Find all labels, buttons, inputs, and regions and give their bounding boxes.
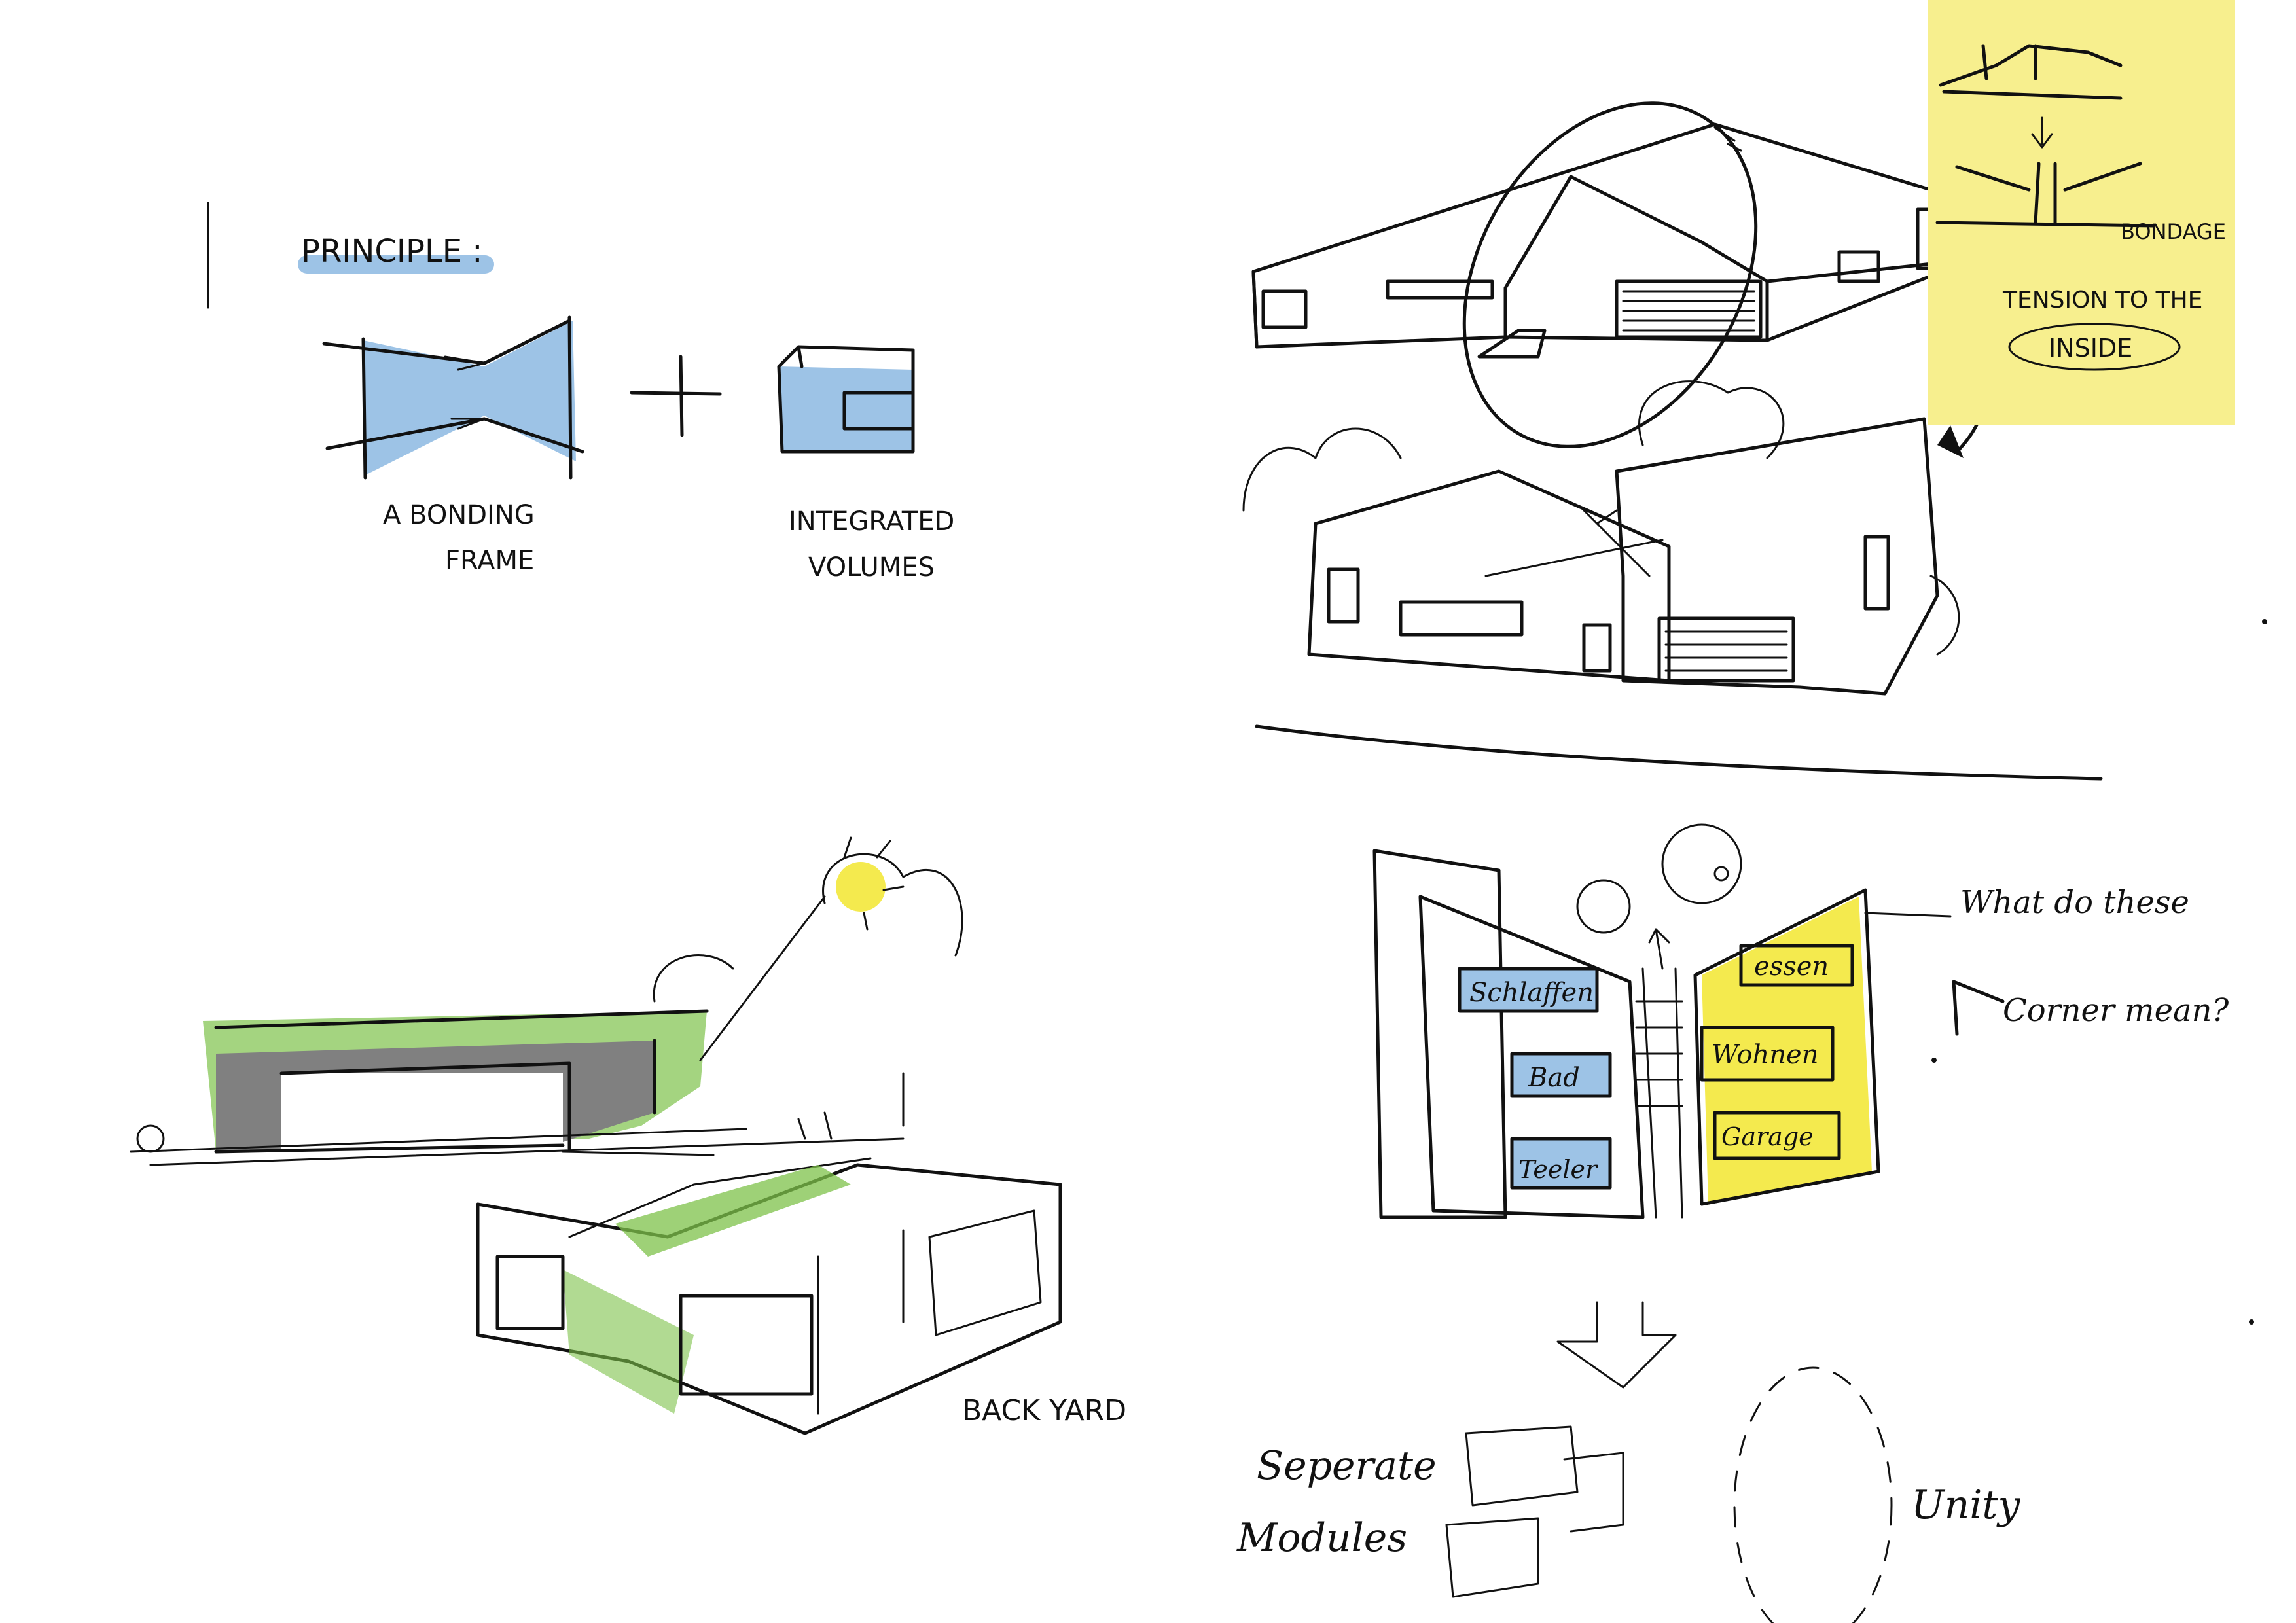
focus-ellipse	[1462, 101, 1758, 448]
principle-group: PRINCIPLE : A BONDING FRAME INTEGRATED V…	[207, 202, 954, 582]
modules-diagram: Seperate Modules Unity	[1236, 1366, 2021, 1623]
plan-diagram: Schlaffen Bad Teeler essen Wohnen Garage…	[1372, 823, 2229, 1389]
bonding-frame-arrows	[444, 355, 486, 430]
down-arrow	[1556, 1301, 1677, 1389]
separate-label-2: Modules	[1236, 1515, 1407, 1561]
glass-opening	[281, 1073, 563, 1149]
volume-cube-lines	[777, 345, 915, 454]
tension-line-2: INSIDE	[2049, 334, 2132, 363]
room-essen: essen	[1754, 952, 1829, 982]
separate-label-1: Seperate	[1257, 1443, 1437, 1489]
ground-line	[1255, 724, 2103, 781]
volumes-label-1: INTEGRATED	[789, 507, 954, 537]
backyard-label: BACK YARD	[962, 1394, 1126, 1427]
green-roof-sketch: BACK YARD	[130, 836, 1126, 1435]
tension-line-1: TENSION TO THE	[2002, 287, 2202, 313]
room-teeler: Teeler	[1518, 1155, 1599, 1184]
plus-v	[679, 355, 684, 437]
principle-title: PRINCIPLE :	[301, 233, 482, 270]
inside-ellipse	[2008, 323, 2181, 371]
plus-h	[630, 391, 722, 396]
volumes-label-2: VOLUMES	[808, 552, 935, 582]
question-line-2: Corner mean?	[2003, 992, 2229, 1029]
room-bad: Bad	[1528, 1063, 1580, 1093]
room-schlafen: Schlaffen	[1469, 978, 1594, 1008]
unity-label: Unity	[1911, 1482, 2021, 1528]
arrow-head	[1937, 425, 1964, 458]
house-sketch-upper	[1251, 101, 1952, 448]
bonding-label: BONDAGE	[2121, 219, 2226, 244]
frame-label-1: A BONDING	[383, 500, 535, 530]
title-highlight	[298, 255, 494, 274]
frame-label-2: FRAME	[445, 546, 534, 576]
bonding-frame-lines	[322, 315, 584, 480]
unity-ellipse	[1733, 1366, 1893, 1623]
sticky-note: BONDAGE TENSION TO THE INSIDE	[1928, 0, 2235, 425]
question-line-1: What do these	[1960, 884, 2189, 921]
room-wohnen: Wohnen	[1712, 1040, 1818, 1070]
bonding-frame-fill	[363, 321, 576, 474]
room-garage: Garage	[1721, 1122, 1814, 1151]
